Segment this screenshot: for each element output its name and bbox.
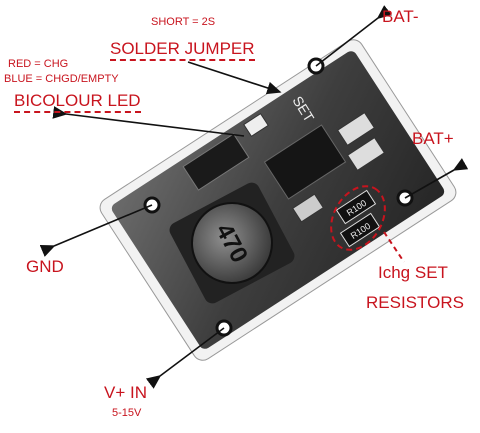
bat-plus-label: BAT+ [412,129,454,148]
bicolour-led-part [243,112,269,138]
vin-range-label: 5-15V [112,407,142,419]
resistors-label: RESISTORS [366,293,464,312]
arrow-bicolour-led [52,106,245,137]
arrow-gnd [39,204,153,257]
red-chg-label: RED = CHG [8,58,69,70]
arrows [39,5,469,389]
arrow-vin [145,327,225,389]
ichg-dashed-leader [383,231,405,263]
gnd-label: GND [26,257,64,276]
resistor-highlight-ring [330,185,386,251]
capacitor [336,112,376,146]
inductor: 470 [169,182,295,304]
arrow-solder-jumper [187,61,282,95]
short-label: SHORT = 2S [151,16,216,28]
solder-jumper-label: SOLDER JUMPER [110,40,255,61]
regulator-chip [263,124,347,200]
capacitor [346,137,386,171]
capacitor [292,193,324,223]
arrow-bat-plus [404,158,469,199]
ichg-set-label: Ichg SET [378,263,448,282]
smd-components [243,112,386,223]
bat-minus-label: BAT- [382,7,419,26]
vin-label: V+ IN [104,383,147,402]
blue-chgd-label: BLUE = CHGD/EMPTY [4,73,119,85]
bicolour-led-label: BICOLOUR LED [14,92,141,113]
arrow-bat-minus [315,5,393,67]
ichg-resistors: R100 R100 [330,185,386,251]
ic-chip [182,133,250,191]
